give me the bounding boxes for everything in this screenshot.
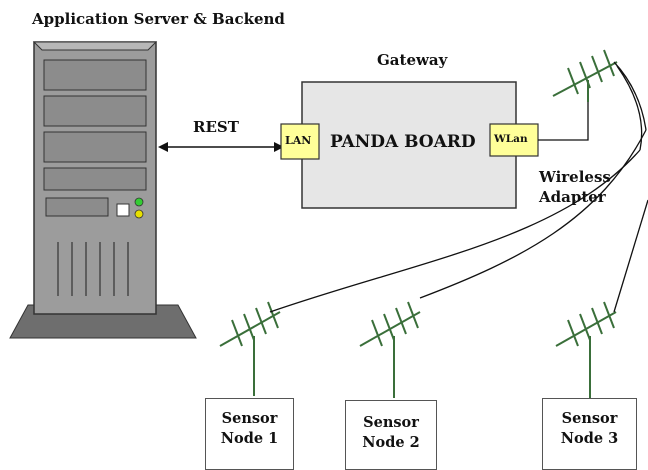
panda-board-label: PANDA BOARD: [330, 132, 476, 152]
wireless-links: [269, 61, 648, 313]
sensor-node-2-line1: Sensor: [363, 414, 419, 431]
sensor-node-1-line1: Sensor: [221, 410, 278, 427]
wireless-adapter-label-line2: Adapter: [539, 188, 606, 206]
sensor-node-1: Sensor Node 1: [205, 398, 294, 470]
sensor-node-2-line2: Node 2: [362, 434, 420, 451]
rest-connection-arrow: [158, 142, 284, 152]
wlan-cable: [538, 92, 589, 141]
diagram-title: Application Server & Backend: [32, 10, 285, 28]
lan-label: LAN: [285, 134, 312, 147]
wlan-label: WLan: [494, 133, 528, 145]
gateway-antenna-icon: [552, 49, 618, 102]
sensor-node-3-line1: Sensor: [561, 410, 618, 427]
sensor-node-3-line2: Node 3: [560, 430, 619, 447]
led-green-icon: [134, 197, 144, 207]
led-yellow-icon: [134, 209, 144, 219]
gateway-label: Gateway: [377, 51, 448, 69]
sensor-1-antenna-icon: [219, 301, 281, 396]
wireless-adapter-label-line1: Wireless: [539, 168, 611, 186]
sensor-node-3: Sensor Node 3: [542, 398, 637, 470]
sensor-node-2: Sensor Node 2: [345, 400, 437, 470]
gateway-box: [301, 81, 517, 209]
lan-port: [280, 123, 320, 160]
server-tower-icon: [9, 41, 197, 339]
rest-label: REST: [193, 118, 239, 136]
sensor-node-1-line2: Node 1: [220, 430, 279, 447]
sensor-3-antenna-icon: [555, 301, 617, 398]
power-button-icon: [116, 203, 130, 217]
sensor-2-antenna-icon: [359, 301, 421, 398]
